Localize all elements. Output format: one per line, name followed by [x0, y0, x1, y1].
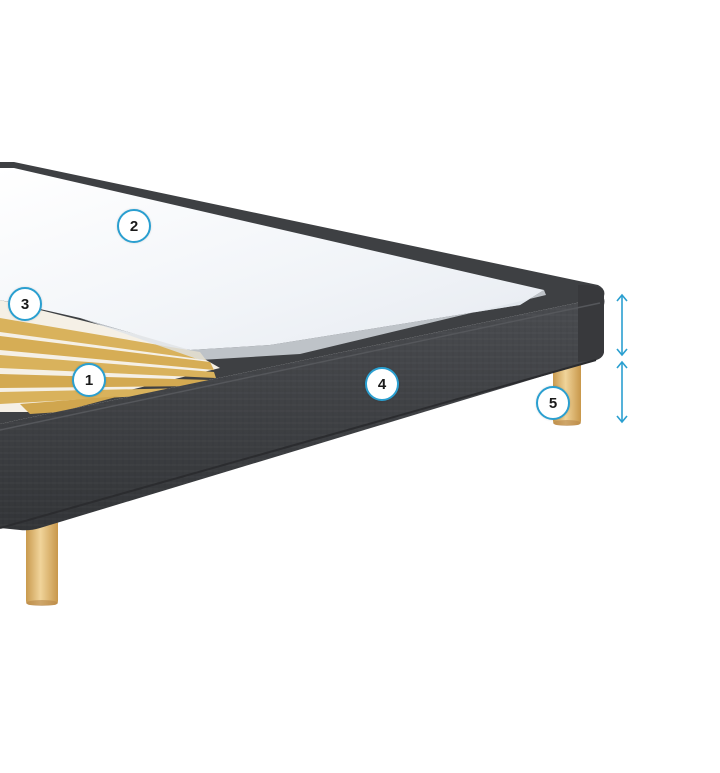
- leg-front-right-foot: [553, 420, 581, 426]
- frame-right-end: [578, 284, 604, 362]
- height-dimension-arrows: [616, 293, 628, 424]
- callout-upholstered-side[interactable]: 4: [365, 367, 399, 401]
- callout-frame-edge[interactable]: 3: [8, 287, 42, 321]
- leg-front-left: [26, 515, 58, 605]
- callout-legs[interactable]: 5: [536, 386, 570, 420]
- leg-front-left-foot: [26, 600, 58, 606]
- wooden-slats: [0, 300, 220, 414]
- double-arrow-vertical-icon: [616, 293, 628, 357]
- callout-top-panel[interactable]: 2: [117, 209, 151, 243]
- double-arrow-vertical-icon: [616, 360, 628, 424]
- callout-slats[interactable]: 1: [72, 363, 106, 397]
